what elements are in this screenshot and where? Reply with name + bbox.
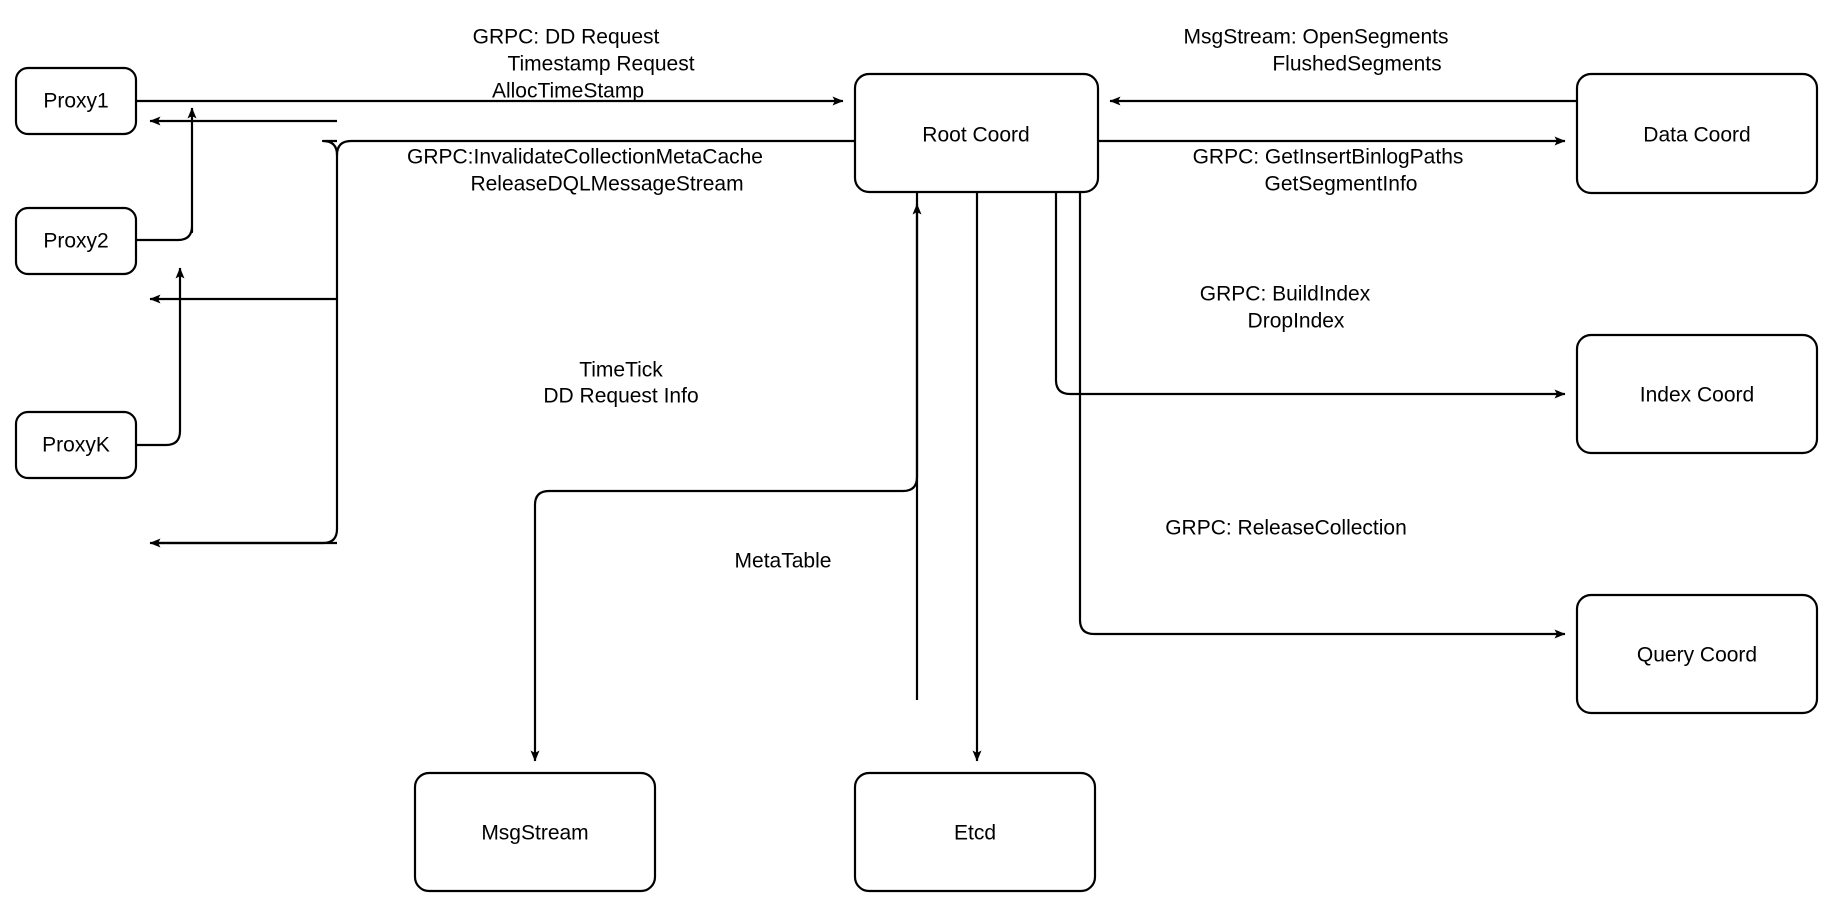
node-querycoord-rect[interactable] [1575,593,1819,715]
node-datacoord[interactable]: Data Coord [1575,72,1819,195]
edge-label-root-to-etcd: MetaTable [735,550,832,573]
node-querycoord[interactable]: Query Coord [1575,593,1819,715]
edge-label-root-to-indexcoord-line-1: GRPC: BuildIndex [1200,283,1371,306]
edge-label-datacoord-to-root: MsgStream: OpenSegments FlushedSegments [1184,26,1449,76]
edge-label-root-to-indexcoord-line-2: DropIndex [1248,310,1345,333]
node-proxyk-rect[interactable] [14,410,138,480]
edge-rootcoord-to-proxy1-elbow [321,139,339,156]
edge-label-root-to-proxy-line-2: ReleaseDQLMessageStream [470,173,743,196]
edge-label-root-to-msgstream-line-2: DD Request Info [543,385,698,408]
edge-label-datacoord-to-root-line-1: MsgStream: OpenSegments [1184,26,1449,49]
edge-label-proxy-to-root-line-3: AllocTimeStamp [492,80,644,103]
edge-label-root-to-datacoord: GRPC: GetInsertBinlogPaths GetSegmentInf… [1193,146,1464,196]
edge-label-root-to-etcd-line-1: MetaTable [735,550,832,573]
edge-rootcoord-to-querycoord [1078,192,1566,639]
edge-label-root-to-querycoord-line-1: GRPC: ReleaseCollection [1165,517,1407,540]
edge-proxyk-to-rootcoord [136,267,185,447]
node-msgstream-label: MsgStream [481,822,588,845]
edge-label-root-to-proxy-line-1: GRPC:InvalidateCollectionMetaCache [407,146,763,169]
edge-label-proxy-to-root-line-2: Timestamp Request [507,53,694,76]
edge-label-root-to-datacoord-line-1: GRPC: GetInsertBinlogPaths [1193,146,1464,169]
node-rootcoord[interactable]: Root Coord [853,72,1100,194]
node-proxyk[interactable]: ProxyK [14,410,138,480]
node-etcd-rect[interactable] [853,771,1097,893]
node-msgstream-rect[interactable] [413,771,657,893]
node-datacoord-label: Data Coord [1643,124,1750,147]
edge-rootcoord-to-msgstream [530,192,919,762]
edge-rootcoord-to-proxy-bus [157,139,855,545]
node-etcd-label: Etcd [954,822,996,845]
edge-label-root-to-proxy: GRPC:InvalidateCollectionMetaCache Relea… [407,146,763,196]
node-proxy2[interactable]: Proxy2 [14,206,138,276]
node-proxy1-label: Proxy1 [43,90,108,113]
node-proxy1-rect[interactable] [14,66,138,136]
edge-rootcoord-to-indexcoord [1054,192,1566,399]
node-indexcoord[interactable]: Index Coord [1575,333,1819,455]
node-proxy2-rect[interactable] [14,206,138,276]
node-datacoord-rect[interactable] [1575,72,1819,195]
edge-label-root-to-querycoord: GRPC: ReleaseCollection [1165,517,1407,540]
edge-label-root-to-indexcoord: GRPC: BuildIndex DropIndex [1200,283,1371,333]
edge-label-datacoord-to-root-line-2: FlushedSegments [1272,53,1441,76]
node-indexcoord-rect[interactable] [1575,333,1819,455]
edge-labels-layer: GRPC: DD Request Timestamp Request Alloc… [407,26,1463,573]
edge-label-proxy-to-root-line-1: GRPC: DD Request [473,26,660,49]
node-proxyk-label: ProxyK [42,434,110,457]
edge-label-proxy-to-root: GRPC: DD Request Timestamp Request Alloc… [473,26,695,103]
edge-proxy2-to-rootcoord [136,107,197,242]
node-indexcoord-label: Index Coord [1640,384,1754,407]
node-msgstream[interactable]: MsgStream [413,771,657,893]
node-proxy2-label: Proxy2 [43,230,108,253]
node-rootcoord-label: Root Coord [922,124,1029,147]
edge-label-root-to-datacoord-line-2: GetSegmentInfo [1265,173,1418,196]
edges-layer [136,96,1577,762]
node-etcd[interactable]: Etcd [853,771,1097,893]
node-rootcoord-rect[interactable] [853,72,1100,194]
node-proxy1[interactable]: Proxy1 [14,66,138,136]
edge-label-root-to-msgstream-line-1: TimeTick [579,359,663,382]
node-querycoord-label: Query Coord [1637,644,1757,667]
nodes-layer: Proxy1 Proxy2 ProxyK Root Coord Data Coo… [14,66,1819,893]
edge-label-root-to-msgstream: TimeTick DD Request Info [543,359,698,408]
